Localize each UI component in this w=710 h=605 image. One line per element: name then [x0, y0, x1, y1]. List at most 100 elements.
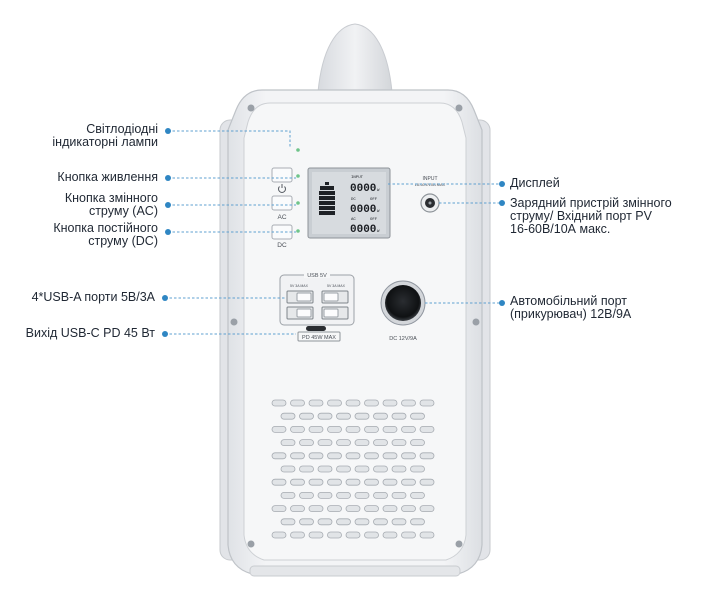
- callout-led-lamp: Світлодіодні індикаторні лампи: [52, 123, 158, 149]
- vent-slot: [354, 412, 370, 420]
- vent-slot: [271, 505, 287, 513]
- vent-slot: [401, 478, 416, 486]
- ac-button: [271, 195, 293, 211]
- vent-slot: [373, 465, 388, 473]
- vent-slot: [345, 531, 361, 539]
- battery-icon: [319, 182, 335, 215]
- power-icon: [278, 184, 286, 193]
- usb-a-ports: [286, 290, 349, 320]
- vent-slot: [317, 439, 333, 447]
- vent-slot: [382, 478, 398, 486]
- led-indicator: [296, 148, 300, 152]
- callout-line-2: (прикурювач) 12В/9А: [510, 307, 632, 321]
- lcd-row1-value: 0000: [350, 183, 376, 195]
- screw: [230, 318, 238, 326]
- lcd-row2-state: OFF: [370, 198, 378, 202]
- vent-slot: [391, 412, 407, 420]
- lcd-row3-label: AC: [351, 218, 356, 222]
- vent-slot: [271, 452, 287, 460]
- vent-slot: [280, 465, 296, 473]
- car-port-label: DC 12V/9A: [389, 336, 417, 342]
- vent-slot: [391, 439, 407, 447]
- led-indicator: [296, 229, 300, 233]
- vent-slot: [336, 518, 351, 526]
- usb-port-b-spec: 5V 3A MAX: [327, 284, 346, 288]
- vent-slot: [419, 399, 435, 407]
- callout-usb-a: 4*USB-A порти 5В/3А: [32, 291, 155, 304]
- vent-slot: [401, 531, 416, 539]
- vent-slot: [391, 491, 407, 499]
- callout-line-1: Кнопка змінного: [64, 191, 158, 205]
- vent-slot: [317, 491, 333, 499]
- vent-slot: [290, 478, 305, 486]
- vent-slot: [364, 425, 379, 433]
- vent-slot: [290, 452, 305, 460]
- vent-slot: [345, 478, 361, 486]
- vent-slot: [345, 399, 361, 407]
- lcd-row3-unit: W: [377, 230, 380, 234]
- callout-dots: [162, 128, 505, 337]
- vent-slot: [373, 491, 388, 499]
- vent-slot: [271, 531, 287, 539]
- callout-line-1: Дисплей: [510, 176, 560, 190]
- led-indicator: [296, 201, 300, 205]
- screw: [247, 104, 255, 112]
- callout-line-2: струму (DC): [88, 234, 158, 248]
- input-port-label: INPUT: [423, 176, 438, 182]
- vent-slot: [290, 505, 305, 513]
- vent-slot: [364, 505, 379, 513]
- vent-slot: [354, 518, 370, 526]
- callout-line-1: Автомобільний порт: [510, 294, 627, 308]
- vent-slot: [419, 505, 435, 513]
- vent-slot: [280, 518, 296, 526]
- vent-slot: [382, 399, 398, 407]
- vent-slot: [419, 452, 435, 460]
- vent-slot: [271, 399, 287, 407]
- pd-label: PD 45W MAX: [302, 335, 336, 341]
- lcd-row3-value: 0000: [350, 224, 376, 236]
- usb-5v-label: USB 5V: [307, 273, 327, 279]
- front-panel: [243, 102, 467, 561]
- vent-slot: [308, 425, 324, 433]
- vent-slot: [271, 478, 287, 486]
- vent-slot: [382, 452, 398, 460]
- power-button: [271, 167, 293, 183]
- vent-slot: [280, 412, 296, 420]
- vent-slot: [382, 505, 398, 513]
- vent-slot: [336, 439, 351, 447]
- vent-slot: [299, 412, 314, 420]
- vent-slot: [401, 425, 416, 433]
- vent-slot: [299, 491, 314, 499]
- callout-line-2: індикаторні лампи: [52, 135, 158, 149]
- vent-slot: [345, 425, 361, 433]
- callout-line-2: струму/ Вхідний порт PV: [510, 209, 652, 223]
- vent-slot: [308, 505, 324, 513]
- lcd-row2-value: 0000: [350, 204, 376, 216]
- dc-button-label: DC: [277, 242, 287, 249]
- pd-label-box: [297, 331, 341, 342]
- callout-line-1: Кнопка живлення: [57, 170, 158, 184]
- callout-input-port: Зарядний пристрій змінного струму/ Вхідн…: [510, 197, 672, 236]
- ac-button-label: AC: [277, 214, 286, 221]
- vent-slot: [271, 425, 287, 433]
- callout-usb-c: Вихід USB-C PD 45 Вт: [26, 327, 155, 340]
- vent-slot: [336, 412, 351, 420]
- screw: [455, 540, 463, 548]
- callout-line-3: 16-60В/10А макс.: [510, 222, 611, 236]
- vent-slot: [354, 465, 370, 473]
- vent-slot: [401, 399, 416, 407]
- led-indicator: [296, 174, 300, 178]
- vent-slot: [382, 425, 398, 433]
- vent-slot: [391, 518, 407, 526]
- vent-slot: [327, 505, 342, 513]
- screw: [455, 104, 463, 112]
- lcd-row3-state: OFF: [370, 218, 378, 222]
- callout-ac-button: Кнопка змінного струму (AC): [65, 192, 158, 218]
- vent-slot: [327, 399, 342, 407]
- vent-slot: [419, 478, 435, 486]
- vent-slot: [410, 518, 425, 526]
- vent-slot: [345, 452, 361, 460]
- vent-slot: [364, 531, 379, 539]
- vent-slot: [280, 491, 296, 499]
